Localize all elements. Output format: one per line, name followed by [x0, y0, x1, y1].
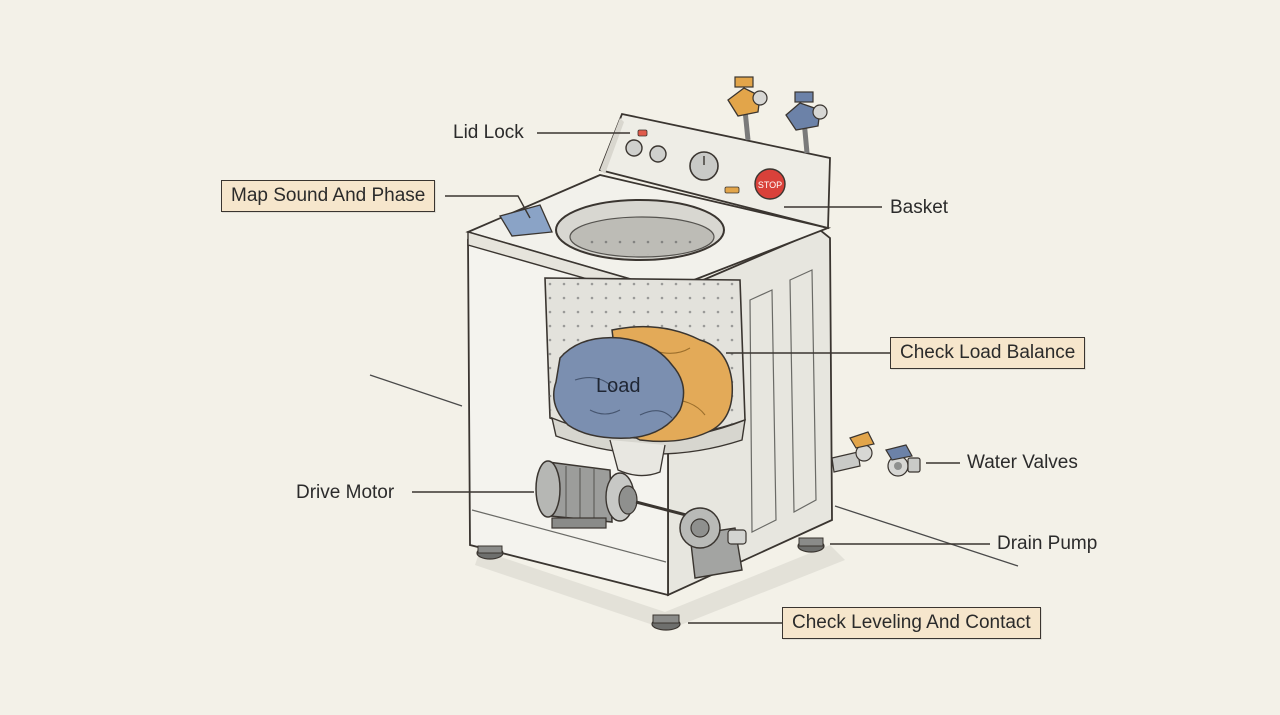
floor-line-left	[369, 374, 463, 407]
detergent-dispenser-icon	[499, 204, 553, 237]
drain-pump-icon	[679, 507, 747, 579]
inlet-pipes	[727, 76, 828, 154]
callout-check-leveling-and-contact: Check Leveling And Contact	[782, 607, 1041, 639]
leader-lines	[412, 132, 990, 624]
label-water-valves: Water Valves	[967, 452, 1078, 473]
label-drain-pump: Drain Pump	[997, 533, 1098, 554]
drive-motor-icon	[535, 460, 691, 529]
leveling-feet	[476, 537, 825, 631]
control-panel: STOP	[598, 112, 831, 230]
laundry-load	[553, 325, 734, 443]
label-drive-motor: Drive Motor	[296, 482, 395, 503]
floor-shadow	[475, 545, 845, 630]
label-load: Load	[596, 375, 641, 397]
stop-button-label: STOP	[758, 180, 782, 190]
tub-opening	[499, 199, 725, 261]
water-valves-icon	[831, 431, 921, 477]
label-lid-lock: Lid Lock	[453, 122, 524, 143]
callout-map-sound-and-phase: Map Sound And Phase	[221, 180, 436, 212]
floor-line-right	[834, 505, 1019, 567]
lid-lock-indicator-icon	[637, 129, 648, 137]
stop-button: STOP	[754, 168, 786, 200]
label-basket: Basket	[890, 197, 949, 218]
callout-check-load-balance: Check Load Balance	[890, 337, 1086, 369]
